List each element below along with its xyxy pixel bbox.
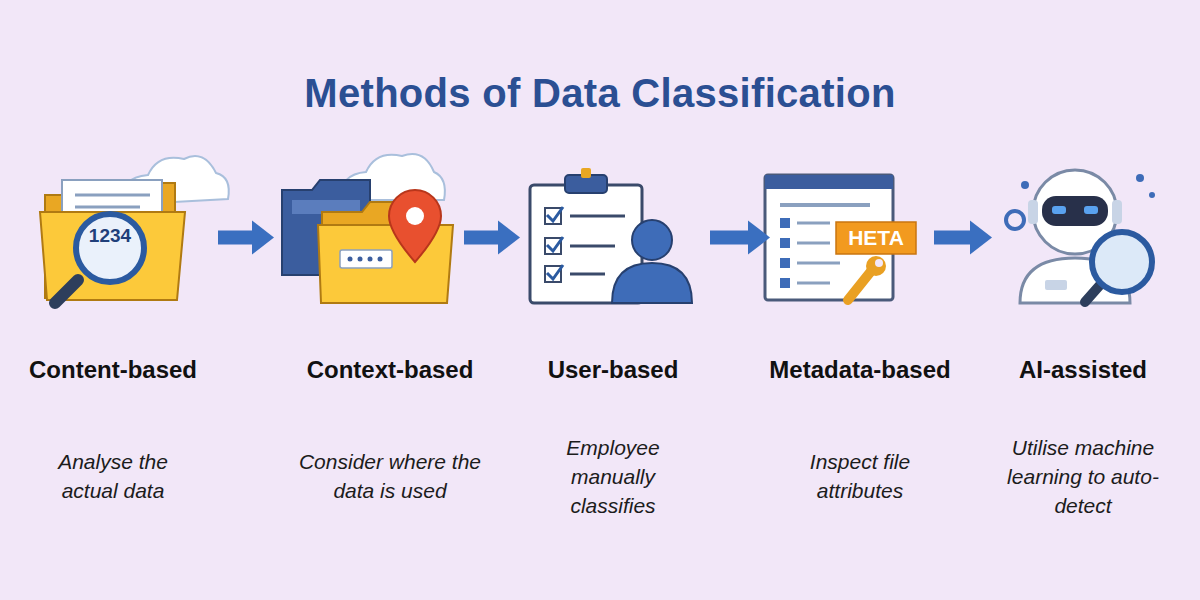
method-heading: Context-based [307,355,474,385]
arrow-shaft [710,231,749,245]
description-box: Employee manually classifies [553,428,673,524]
method-description: Utilise machine learning to auto-detect [996,433,1171,520]
robot-magnifier-icon [1006,170,1155,303]
flow-arrow [934,221,992,255]
tag-text: HETA [848,226,904,250]
description-box: Utilise machine learning to auto-detect [996,428,1171,524]
method-description: Inspect file attributes [795,447,925,505]
arrow-head [498,221,520,255]
method-heading: User-based [548,355,679,385]
folder-magnifier-icon [40,156,229,303]
method-column: User-basedEmployee manually classifies [522,160,708,315]
clipboard-person-icon [530,168,692,303]
document-tag-icon [765,175,916,300]
method-heading: Metadata-based [769,355,950,385]
method-description: Consider where the data is used [298,447,483,505]
method-description: Analyse the actual data [31,447,196,505]
flow-arrow [710,221,770,255]
description-box: Consider where the data is used [298,428,483,524]
arrow-shaft [218,231,253,245]
diagram-title: Methods of Data Classification [0,68,1200,118]
arrow-shaft [464,231,499,245]
method-heading: AI-assisted [1019,355,1147,385]
arrow-head [970,221,992,255]
arrow-head [252,221,274,255]
description-box: Inspect file attributes [795,428,925,524]
method-column: AI-assistedUtilise machine learning to a… [994,160,1174,315]
folders-location-icon [282,154,453,303]
method-heading: Content-based [29,355,197,385]
icon-text: 1234 [89,225,131,247]
method-description: Employee manually classifies [553,433,673,520]
description-box: Analyse the actual data [31,428,196,524]
flow-arrow [218,221,274,255]
method-column: Context-basedConsider where the data is … [276,160,462,315]
arrow-head [748,221,770,255]
flow-arrow [464,221,520,255]
arrow-shaft [934,231,971,245]
